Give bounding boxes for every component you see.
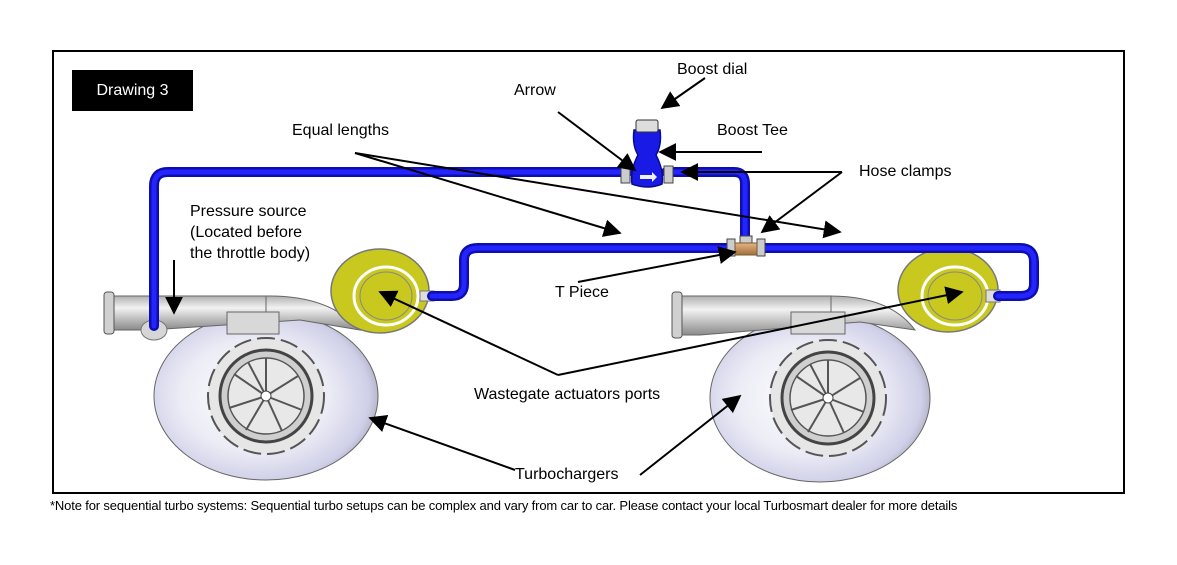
turbocharger-right xyxy=(671,247,1001,483)
arrow-t-piece xyxy=(577,246,737,283)
turbocharger-left xyxy=(103,248,435,481)
label-pressure-source-1: Pressure source xyxy=(190,203,307,220)
drawing-title-badge: Drawing 3 xyxy=(72,70,193,111)
arrow-wastegate-right xyxy=(557,286,964,376)
arrow-turbo-left xyxy=(368,414,516,471)
label-equal-lengths: Equal lengths xyxy=(292,122,389,139)
arrow-boost-dial xyxy=(660,77,706,110)
label-turbochargers: Turbochargers xyxy=(515,466,619,483)
label-pressure-source-3: the throttle body) xyxy=(190,245,311,262)
leader-lines xyxy=(165,77,964,476)
drawing-frame xyxy=(52,50,1125,494)
boost-dial-knob xyxy=(635,119,659,133)
arrow-equal-lengths-2 xyxy=(354,152,842,239)
label-wastegate-ports: Wastegate actuators ports xyxy=(474,386,661,403)
arrow-wastegate-left xyxy=(378,290,559,376)
wastegate-actuator-right xyxy=(897,247,1001,333)
flow-arrow-icon xyxy=(640,172,657,182)
label-t-piece: T Piece xyxy=(555,284,609,301)
footnote: *Note for sequential turbo systems: Sequ… xyxy=(50,498,958,513)
label-boost-tee: Boost Tee xyxy=(717,122,788,139)
label-boost-dial: Boost dial xyxy=(677,61,748,78)
label-pressure-source-2: (Located before xyxy=(190,224,303,241)
arrow-equal-lengths-1 xyxy=(354,152,622,237)
boost-hoses xyxy=(149,167,1039,331)
boost-tee xyxy=(620,119,674,188)
label-hose-clamps: Hose clamps xyxy=(859,163,952,180)
wastegate-actuator-left xyxy=(330,248,435,334)
arrow-hose-clamp-tpiece xyxy=(760,171,843,234)
arrow-turbo-right xyxy=(639,394,742,476)
compressor-wheel-left xyxy=(207,337,325,455)
compressor-wheel-right xyxy=(769,339,887,457)
arrow-arrow xyxy=(557,111,637,172)
label-arrow: Arrow xyxy=(514,82,556,99)
